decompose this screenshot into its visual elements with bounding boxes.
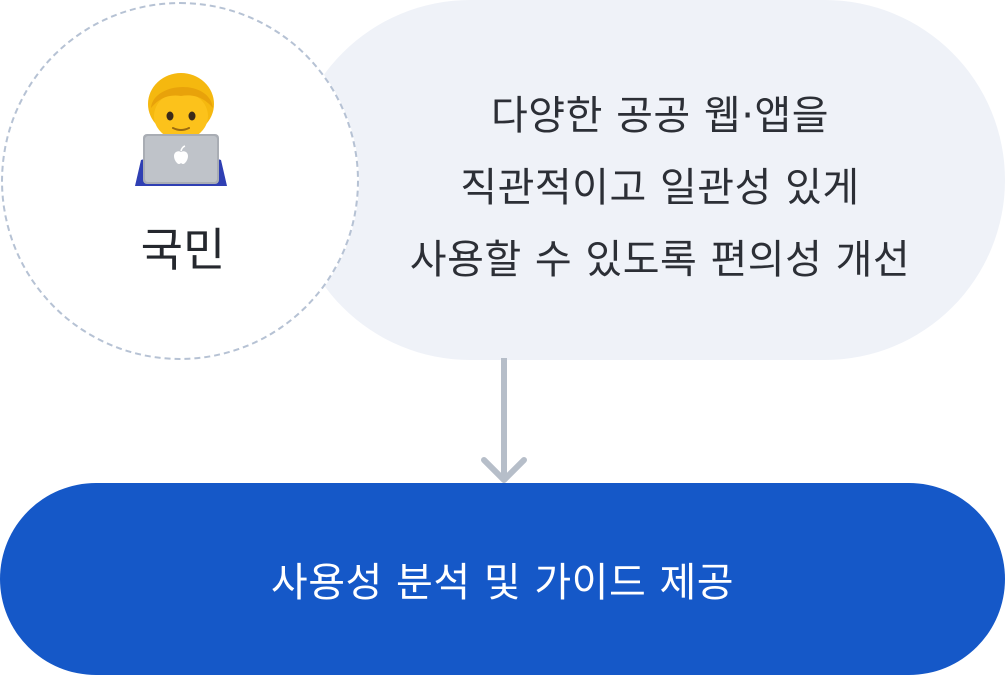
technologist-with-laptop-icon	[135, 73, 227, 186]
down-arrow-icon	[481, 358, 527, 483]
goal-line-1: 다양한 공공 웹·앱을	[490, 93, 830, 139]
goal-bubble	[290, 0, 1005, 360]
citizen-label: 국민	[140, 223, 226, 277]
citizen-circle: 국민	[1, 2, 359, 360]
goal-line-2: 직관적이고 일관성 있게	[460, 165, 860, 211]
goal-text: 다양한 공공 웹·앱을 직관적이고 일관성 있게 사용할 수 있도록 편의성 개…	[340, 80, 980, 296]
goal-line-3: 사용할 수 있도록 편의성 개선	[409, 237, 911, 283]
result-label: 사용성 분석 및 가이드 제공	[270, 560, 735, 606]
result-pill: 사용성 분석 및 가이드 제공	[0, 483, 1005, 675]
